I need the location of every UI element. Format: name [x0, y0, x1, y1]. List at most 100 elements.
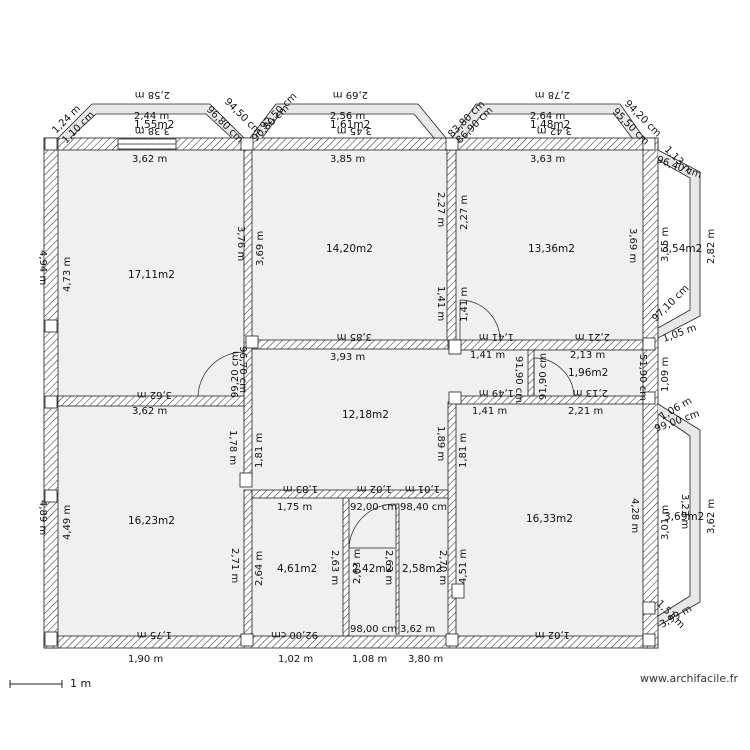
dimension-label: 1,81 m — [458, 433, 469, 468]
dimension-label: 2,82 m — [706, 229, 717, 264]
dimension-label: 2,63 m — [383, 550, 394, 585]
dimension-label: 3,80 m — [408, 654, 443, 665]
wall-v-left-lower — [243, 489, 253, 637]
dimension-label: 1,41 m — [435, 286, 446, 321]
post — [245, 335, 259, 349]
post — [44, 489, 58, 503]
room-area: 16,23m2 — [128, 515, 175, 527]
room-area: 2,42m2 — [352, 563, 392, 575]
dimension-label: 4,51 m — [458, 549, 469, 584]
bay-right-lower — [657, 403, 701, 627]
dimension-label: 2,13 m — [573, 387, 608, 398]
bay-top-middle — [249, 103, 447, 139]
wall-v-left-upper — [243, 149, 253, 479]
post — [44, 319, 58, 333]
dimension-label: 3,01 m — [660, 505, 671, 540]
room-area: 4,61m2 — [277, 563, 317, 575]
room-area: 1,96m2 — [568, 367, 608, 379]
dimension-label: 92,00 cm — [271, 629, 318, 640]
post — [642, 391, 656, 405]
post — [642, 137, 656, 151]
room-area: 16,33m2 — [526, 513, 573, 525]
dimension-label: 1,41 m — [459, 287, 470, 322]
dimension-label: 4,94 m — [37, 250, 48, 285]
dimension-label: 1,78 m — [227, 430, 238, 465]
dimension-label: 3,62 m — [132, 154, 167, 165]
wall-v-stair-2 — [395, 503, 400, 635]
door-arc — [197, 351, 245, 397]
dimension-label: 1,49 m — [479, 387, 514, 398]
wall-h-wc — [251, 489, 449, 499]
dimension-label: 3,62 m — [400, 624, 435, 635]
dimension-label: 2,78 m — [535, 89, 570, 100]
dimension-label: 1,89 m — [435, 426, 446, 461]
post — [448, 391, 462, 405]
dimension-label: 99,20 cm — [230, 351, 241, 398]
bay-top-left — [57, 103, 245, 139]
dimension-label: 1,09 m — [660, 357, 671, 392]
dimension-label: 1,02 m — [535, 629, 570, 640]
dimension-label: 1,02 m — [278, 654, 313, 665]
dimension-label: 2,13 m — [570, 350, 605, 361]
dimension-label: 2,64 m — [530, 111, 565, 122]
dimension-label: 2,70 m — [437, 550, 448, 585]
room-area: 3,69m2 — [664, 511, 704, 523]
door-arc — [348, 503, 396, 549]
post — [44, 631, 58, 647]
watermark: www.archifacile.fr — [639, 672, 738, 685]
room-area: 13,36m2 — [528, 243, 575, 255]
dimension-label: 3,85 m — [330, 154, 365, 165]
dimension-label: 4,28 m — [629, 498, 640, 533]
post — [451, 583, 465, 599]
wall-left — [43, 137, 59, 649]
dimension-label: 2,64 m — [254, 551, 265, 586]
bay-top-right — [451, 103, 645, 139]
dimension-label: 1,41 m — [479, 331, 514, 342]
post — [642, 633, 656, 647]
dimension-label: 2,58 m — [135, 89, 170, 100]
dimension-label: 1,01 m — [405, 483, 440, 494]
dimension-label: 3,23 m — [679, 494, 690, 529]
dimension-label: 3,62 m — [132, 406, 167, 417]
door-arc — [459, 299, 501, 341]
dimension-label: 2,56 m — [330, 111, 365, 122]
dimension-label: 4,89 m — [37, 500, 48, 535]
scale-label: 1 m — [70, 677, 92, 690]
dimension-label: 3,45 m — [337, 125, 372, 136]
dimension-label: 98,40 cm — [400, 502, 447, 513]
dimension-label: 3,69 m — [255, 231, 266, 266]
dimension-label: 1,41 m — [472, 406, 507, 417]
post — [239, 472, 253, 488]
dimension-label: 96,70 cm — [237, 346, 248, 393]
post — [44, 137, 58, 151]
dimension-label: 1,41 m — [470, 350, 505, 361]
room-area: 14,20m2 — [326, 243, 373, 255]
room-area: 1,61m2 — [330, 119, 370, 131]
dimension-label: 1,90 m — [128, 654, 163, 665]
dimension-label: 2,27 m — [435, 192, 446, 227]
dimension-label: 2,44 m — [134, 111, 169, 122]
dimension-label: 51,90 cm — [637, 354, 648, 401]
dimension-label: 4,49 m — [62, 505, 73, 540]
dimension-label: 2,63 m — [329, 550, 340, 585]
post — [44, 395, 58, 409]
dimension-label: 3,38 m — [135, 125, 170, 136]
dimension-label: 1,81 m — [254, 433, 265, 468]
room-area: 2,58m2 — [402, 563, 442, 575]
room-area: 17,11m2 — [128, 269, 175, 281]
dimension-label: 3,69 m — [627, 228, 638, 263]
dimension-label: 3,55 m — [660, 227, 671, 262]
room-area: 3,54m2 — [662, 243, 702, 255]
dimension-label: 2,27 m — [459, 195, 470, 230]
dimension-label: 1,83 m — [283, 483, 318, 494]
wall-v-center-lower — [447, 401, 457, 637]
dimension-label: 2,71 m — [229, 548, 240, 583]
dimension-label: 98,00 cm — [350, 624, 397, 635]
dimension-label: 3,76 m — [235, 226, 246, 261]
floor-area — [58, 150, 643, 636]
wall-h-middle-left — [57, 395, 245, 407]
dimension-label: 91,90 cm — [538, 353, 549, 400]
post — [642, 601, 656, 615]
